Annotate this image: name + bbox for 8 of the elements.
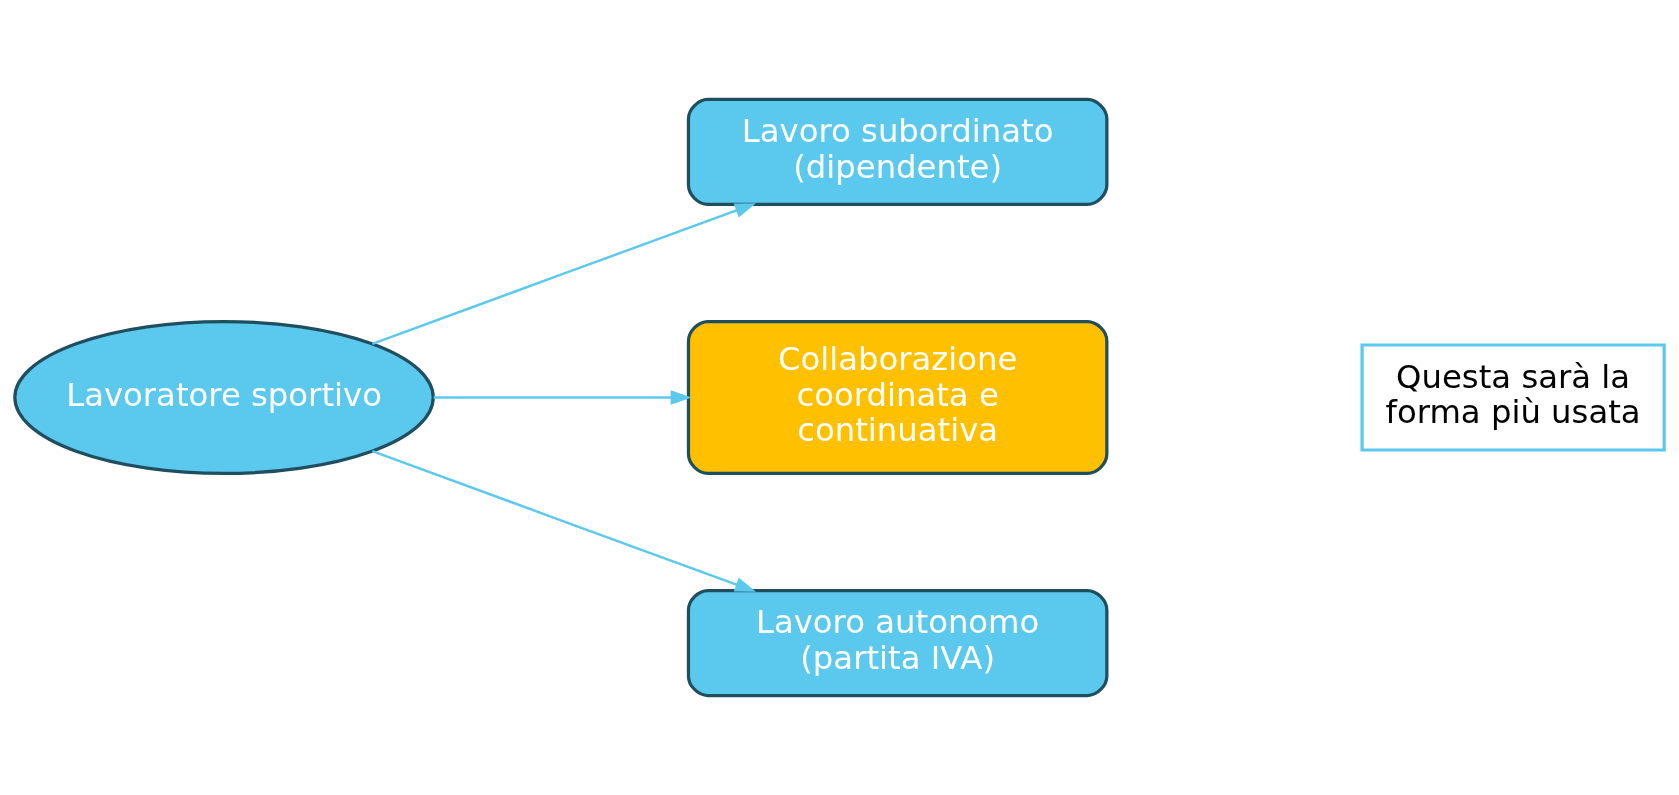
node-box: Lavoro autonomo (partita IVA): [686, 588, 1109, 698]
node-box: Collaborazione coordinata e continuativa: [686, 319, 1109, 476]
arrow: [371, 203, 756, 345]
arrow: [371, 450, 756, 592]
arrow: [433, 390, 692, 405]
node-box: Lavoro subordinato (dipendente): [686, 97, 1109, 207]
node-ellipse: Lavoratore sportivo: [13, 319, 435, 476]
node-box: Questa sarà la forma più usata: [1360, 343, 1666, 452]
